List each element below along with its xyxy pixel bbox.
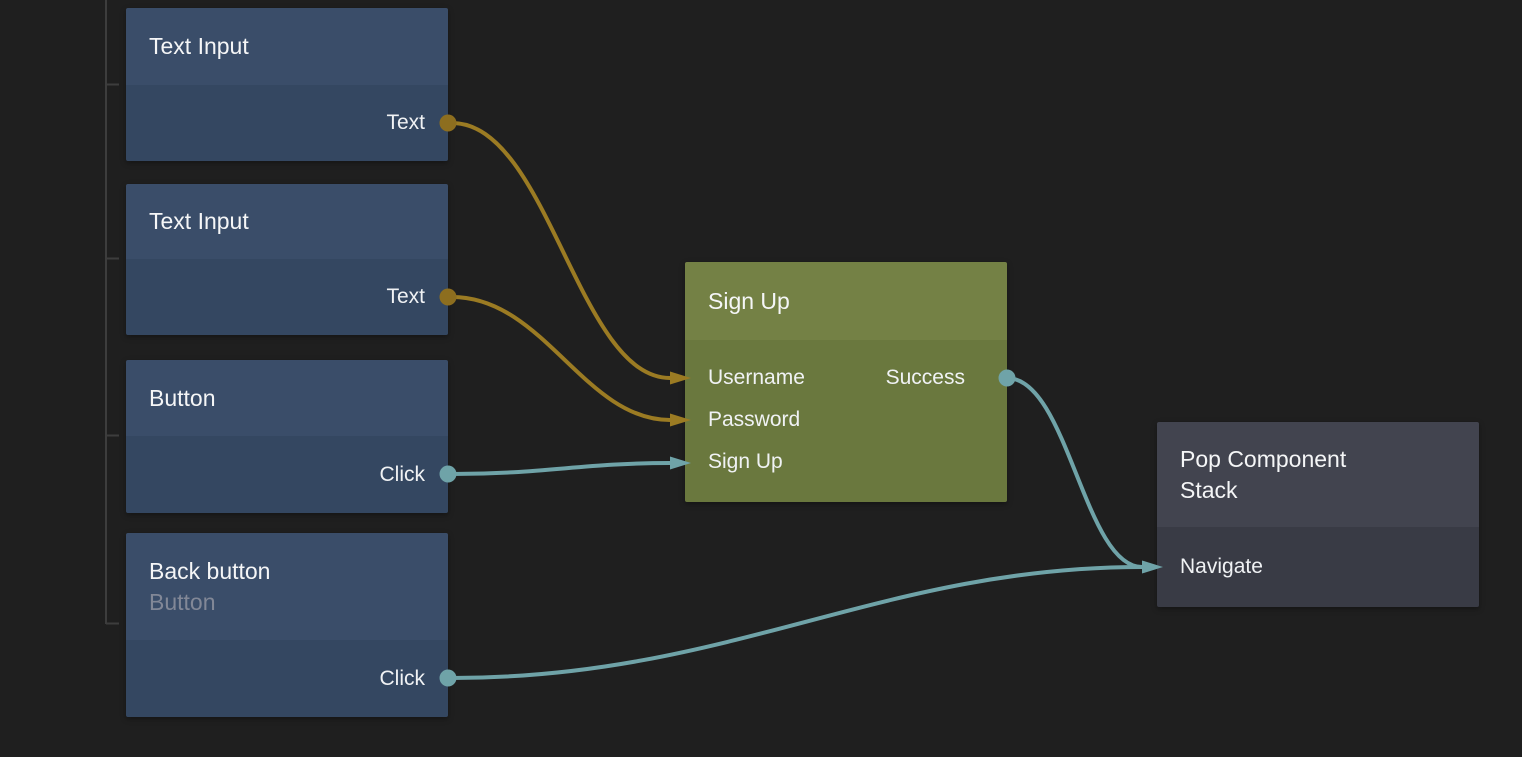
port-row-username-success[interactable]: Username Success bbox=[685, 357, 1007, 399]
node-body: Username Success Password Sign Up bbox=[685, 340, 1007, 502]
output-port-text[interactable]: Text bbox=[126, 102, 448, 144]
output-port-click[interactable]: Click bbox=[126, 454, 448, 496]
input-port-label: Navigate bbox=[1180, 555, 1263, 578]
port-row-sign-up[interactable]: Sign Up bbox=[685, 441, 1007, 483]
node-body: Text bbox=[126, 259, 448, 335]
node-button[interactable]: Button Click bbox=[126, 360, 448, 513]
node-header[interactable]: Sign Up bbox=[685, 262, 1007, 340]
wire-text2-to-password[interactable] bbox=[450, 295, 672, 422]
hierarchy-connection-lines bbox=[105, 0, 119, 625]
node-pop-component-stack[interactable]: Pop Component Stack Navigate bbox=[1157, 422, 1479, 607]
node-title: Back button bbox=[149, 557, 271, 584]
node-sign-up[interactable]: Sign Up Username Success Password Sign U… bbox=[685, 262, 1007, 502]
node-title: Pop Component Stack bbox=[1180, 445, 1347, 503]
node-header[interactable]: Pop Component Stack bbox=[1157, 422, 1479, 527]
node-body: Click bbox=[126, 640, 448, 717]
node-body: Click bbox=[126, 436, 448, 513]
output-port-label: Click bbox=[379, 666, 426, 690]
wire-backclick-to-navigate[interactable] bbox=[450, 565, 1144, 680]
output-port-label: Text bbox=[386, 111, 425, 134]
node-body: Navigate bbox=[1157, 527, 1479, 607]
node-title: Sign Up bbox=[708, 287, 790, 314]
node-header[interactable]: Back button Button bbox=[126, 533, 448, 640]
node-body: Text bbox=[126, 85, 448, 161]
input-port-password[interactable]: Password bbox=[708, 408, 801, 431]
node-header[interactable]: Button bbox=[126, 360, 448, 436]
node-title: Text Input bbox=[149, 33, 249, 59]
output-port-click[interactable]: Click bbox=[126, 658, 448, 700]
node-text-input-2[interactable]: Text Input Text bbox=[126, 184, 448, 335]
output-port-success[interactable]: Success bbox=[885, 366, 965, 389]
output-port-text[interactable]: Text bbox=[126, 276, 448, 318]
output-port-label: Click bbox=[379, 462, 426, 486]
node-text-input-1[interactable]: Text Input Text bbox=[126, 8, 448, 161]
wire-click-to-signup[interactable] bbox=[450, 461, 672, 476]
wire-text1-to-username[interactable] bbox=[450, 121, 672, 380]
input-port-navigate[interactable]: Navigate bbox=[1157, 546, 1479, 588]
node-subtitle: Button bbox=[149, 588, 216, 615]
port-row-password[interactable]: Password bbox=[685, 399, 1007, 441]
input-port-sign-up[interactable]: Sign Up bbox=[708, 450, 783, 473]
output-port-label: Text bbox=[386, 285, 425, 308]
node-header[interactable]: Text Input bbox=[126, 8, 448, 85]
node-back-button[interactable]: Back button Button Click bbox=[126, 533, 448, 717]
node-title: Text Input bbox=[149, 208, 249, 234]
wire-success-to-navigate[interactable] bbox=[1005, 376, 1144, 569]
node-header[interactable]: Text Input bbox=[126, 184, 448, 259]
input-port-username[interactable]: Username bbox=[708, 366, 805, 389]
node-title: Button bbox=[149, 384, 216, 411]
